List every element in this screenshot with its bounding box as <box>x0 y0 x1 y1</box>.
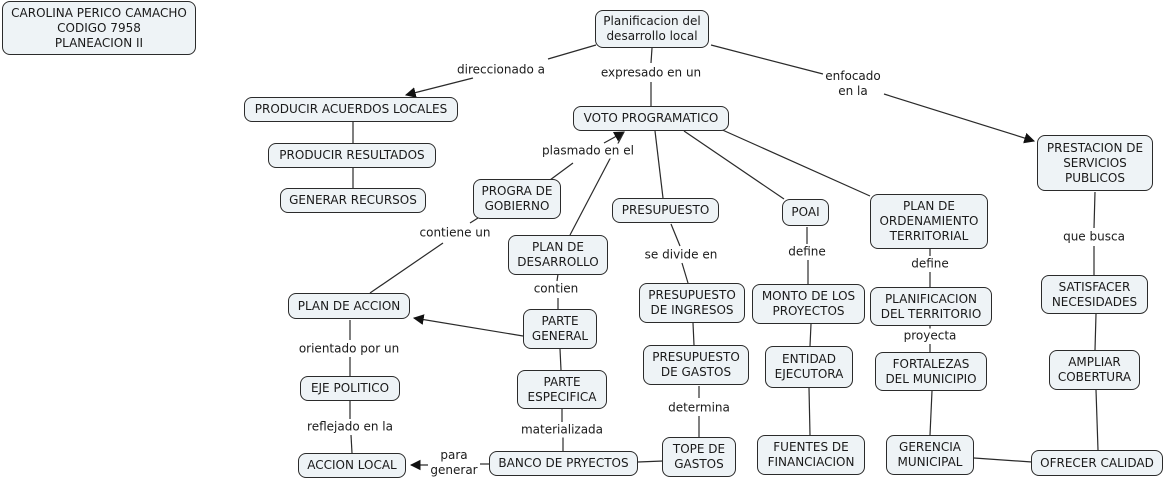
concept-ampliar-cobertura[interactable]: AMPLIAR COBERTURA <box>1049 350 1140 390</box>
link-label-contiene-un: contiene un <box>417 225 493 241</box>
link-root-direccionado <box>547 44 597 60</box>
link-label-proyecta: proyecta <box>901 328 959 344</box>
concept-gerencia-municipal[interactable]: GERENCIA MUNICIPAL <box>886 435 974 475</box>
link-label-define-poai: define <box>786 244 828 260</box>
concept-presupuesto-de-ingresos[interactable]: PRESUPUESTO DE INGRESOS <box>639 283 745 323</box>
link-progra-plasmado <box>549 162 574 181</box>
link-voto-pot <box>717 127 871 197</box>
link-monto-entidad <box>809 323 812 347</box>
concept-planificacion-desarrollo-local[interactable]: Planificacion del desarrollo local <box>595 10 709 48</box>
concept-parte-general[interactable]: PARTE GENERAL <box>523 309 597 349</box>
concept-plan-de-accion[interactable]: PLAN DE ACCION <box>288 293 410 319</box>
concept-poai[interactable]: POAI <box>782 199 829 226</box>
link-label-expresado-en-un: expresado en un <box>598 65 704 81</box>
link-label-enfocado-en-la: enfocado en la <box>823 69 883 99</box>
link-label-contien: contien <box>531 281 581 297</box>
concept-banco-de-proyectos[interactable]: BANCO DE PRYECTOS <box>489 451 638 476</box>
link-gerencia-calidad <box>973 457 1033 463</box>
link-label-que-busca: que busca <box>1061 229 1127 245</box>
concept-presupuesto[interactable]: PRESUPUESTO <box>612 198 719 223</box>
link-parte-general-plan-accion <box>412 314 524 337</box>
link-label-orientado-por-un: orientado por un <box>296 341 402 357</box>
link-fortalezas-gerencia <box>929 390 933 436</box>
concept-voto-programatico[interactable]: VOTO PROGRAMATICO <box>573 106 729 131</box>
link-label-determina: determina <box>666 400 732 416</box>
link-root-enfocado <box>710 44 824 75</box>
link-label-para-generar: para generar <box>428 448 480 478</box>
concept-generar-recursos[interactable]: GENERAR RECURSOS <box>280 188 426 213</box>
concept-ofrecer-calidad[interactable]: OFRECER CALIDAD <box>1031 450 1163 476</box>
concept-satisfacer-necesidades[interactable]: SATISFACER NECESIDADES <box>1041 275 1148 314</box>
link-contiene-plan-accion <box>369 242 444 294</box>
concept-entidad-ejecutora[interactable]: ENTIDAD EJECUTORA <box>765 346 853 388</box>
link-label-se-divide-en: se divide en <box>642 247 720 263</box>
concept-prestacion-servicios-publicos[interactable]: PRESTACION DE SERVICIOS PUBLICOS <box>1037 135 1153 191</box>
link-voto-poai <box>683 130 785 200</box>
link-reflejado-accion-local <box>350 434 353 454</box>
concept-presupuesto-de-gastos[interactable]: PRESUPUESTO DE GASTOS <box>643 345 749 385</box>
link-plan-desarrollo-contien <box>556 273 559 282</box>
concept-fuentes-de-financiacion[interactable]: FUENTES DE FINANCIACION <box>757 435 865 475</box>
concept-producir-acuerdos-locales[interactable]: PRODUCIR ACUERDOS LOCALES <box>244 97 458 122</box>
concept-plan-de-desarrollo[interactable]: PLAN DE DESARROLLO <box>508 235 608 275</box>
concept-accion-local[interactable]: ACCION LOCAL <box>298 453 406 478</box>
link-parte-general-especifica <box>559 348 562 371</box>
link-plasmado-voto <box>603 131 625 144</box>
link-progra-contiene <box>469 217 479 224</box>
concept-tope-de-gastos[interactable]: TOPE DE GASTOS <box>662 437 736 477</box>
concept-eje-politico[interactable]: EJE POLITICO <box>300 376 400 401</box>
link-presupuesto-se-divide <box>670 223 681 247</box>
link-direccionado-acuerdos <box>404 77 474 98</box>
link-label-plasmado-en-el: plasmado en el <box>540 143 636 159</box>
link-ingresos-gastos <box>692 322 695 346</box>
link-se-divide-ingresos <box>681 262 689 284</box>
concept-monto-de-los-proyectos[interactable]: MONTO DE LOS PROYECTOS <box>752 284 865 324</box>
concept-plan-ordenamiento-territorial[interactable]: PLAN DE ORDENAMIENTO TERRITORIAL <box>870 194 988 249</box>
concept-fortalezas-del-municipio[interactable]: FORTALEZAS DEL MUNICIPIO <box>875 352 987 391</box>
link-label-reflejado-en-la: reflejado en la <box>305 419 395 435</box>
link-prestacion-que-busca <box>1093 191 1096 229</box>
link-satisfacer-ampliar <box>1094 313 1097 351</box>
concept-progra-de-gobierno[interactable]: PROGRA DE GOBIERNO <box>473 179 561 219</box>
concept-parte-especifica[interactable]: PARTE ESPECIFICA <box>517 370 607 409</box>
link-label-define-pot: define <box>909 256 951 272</box>
link-label-materializada: materializada <box>518 422 606 438</box>
link-label-direccionado-a: direccionado a <box>455 62 547 78</box>
link-voto-presupuesto <box>654 130 664 199</box>
link-banco-tope <box>637 460 664 463</box>
link-enfocado-prestacion <box>883 93 1036 144</box>
link-entidad-fuentes <box>808 387 811 436</box>
concept-producir-resultados[interactable]: PRODUCIR RESULTADOS <box>268 143 436 168</box>
concept-planificacion-del-territorio[interactable]: PLANIFICACION DEL TERRITORIO <box>870 287 992 326</box>
link-root-expresado <box>650 47 653 64</box>
author-info-box: CAROLINA PERICO CAMACHO CODIGO 7958 PLAN… <box>2 1 196 55</box>
link-ampliar-calidad <box>1095 389 1099 451</box>
